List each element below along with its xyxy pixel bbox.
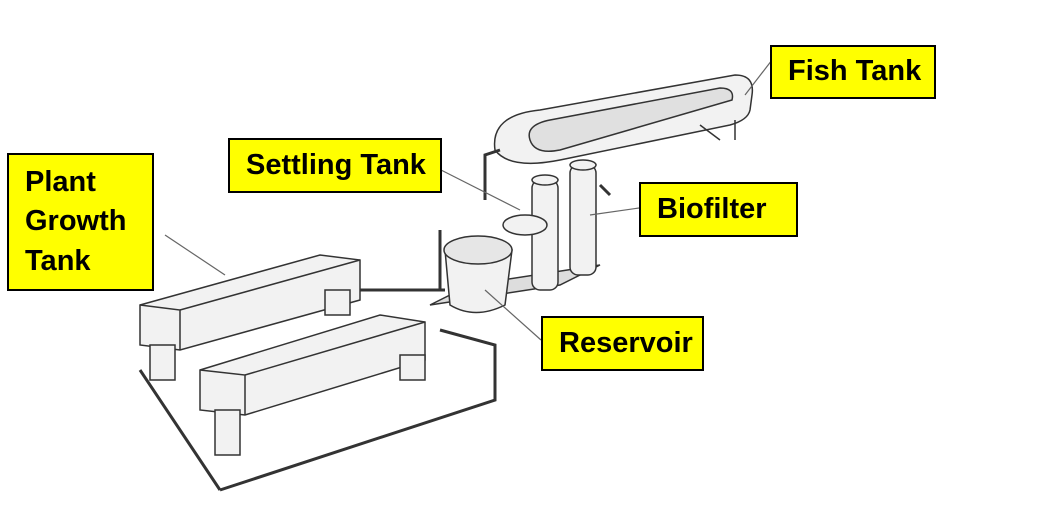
biofilter-label: Biofilter <box>639 182 798 237</box>
plant-growth-tank-label: Plant Growth Tank <box>7 153 154 291</box>
fish-tank-shape <box>493 74 754 165</box>
reservoir-shape <box>443 235 513 314</box>
pipes <box>138 148 612 492</box>
fish-tank-label: Fish Tank <box>770 45 936 99</box>
settling-tank-label: Settling Tank <box>228 138 442 193</box>
biofilter-shape <box>429 159 601 306</box>
leader-lines <box>164 59 773 341</box>
reservoir-label: Reservoir <box>541 316 704 371</box>
plant-growth-tank-shape <box>139 254 426 456</box>
